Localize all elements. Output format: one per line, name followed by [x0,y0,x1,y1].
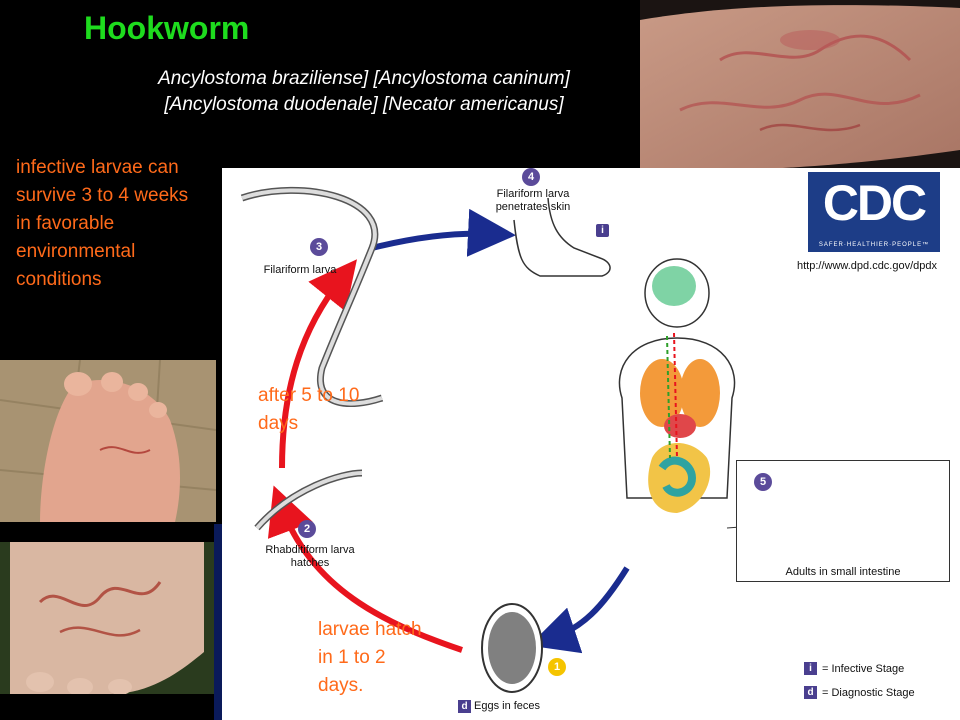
arrow-hatch [267,485,463,653]
stage-2-label: Rhabditiform larva hatches [265,544,355,569]
arrow-develop [279,259,357,469]
arrow-penetrate [371,208,516,257]
stage-3-badge: 3 [310,238,328,256]
after-days-note: after 5 to 10 days [258,385,360,434]
arrow-eggs [529,566,630,654]
stage-1-badge: 1 [548,658,566,676]
legend-infective-text: = Infective Stage [822,663,905,675]
legend-infective-symbol: i [804,662,817,675]
photo-skin-lesions [640,0,960,172]
life-cycle-diagram: 3 Filariform larva 4 Filariform larva pe… [222,168,960,720]
stage-5-label: Adults in small intestine [785,566,901,578]
stage-3-label: Filariform larva [263,264,337,276]
stage-4-label: Filariform larva penetrates skin [495,188,571,213]
infective-stage-marker: i [596,224,609,237]
hatch-note: larvae hatch in 1 to 2 days. [318,619,422,696]
decorative-band [214,524,222,720]
cdc-logo [808,172,940,252]
cdc-tagline: SAFER·HEALTHIER·PEOPLE™ [818,242,930,248]
cdc-logo-text: CDC [822,175,927,231]
cdc-url: http://www.dpd.cdc.gov/dpdx [796,260,938,272]
survival-note: infective larvae can survive 3 to 4 week… [16,157,189,290]
diagnostic-stage-marker: d [458,700,471,713]
photo-foot-toes [0,360,216,522]
species-list: Ancylostoma braziliense] [Ancylostoma ca… [84,66,644,118]
eggs-label: Eggs in feces [474,700,541,712]
legend-diagnostic-symbol: d [804,686,817,699]
page-title: Hookworm [84,10,250,46]
photo-creeping-eruption [0,542,214,694]
stage-2-badge: 2 [298,520,316,538]
species-line-2: [Ancylostoma duodenale] [Necator america… [164,94,564,115]
species-line-1: Ancylostoma braziliense] [Ancylostoma ca… [158,68,570,89]
stage-4-badge: 4 [522,168,540,186]
stage-5-badge: 5 [754,473,772,491]
legend-diagnostic-text: = Diagnostic Stage [822,687,915,699]
